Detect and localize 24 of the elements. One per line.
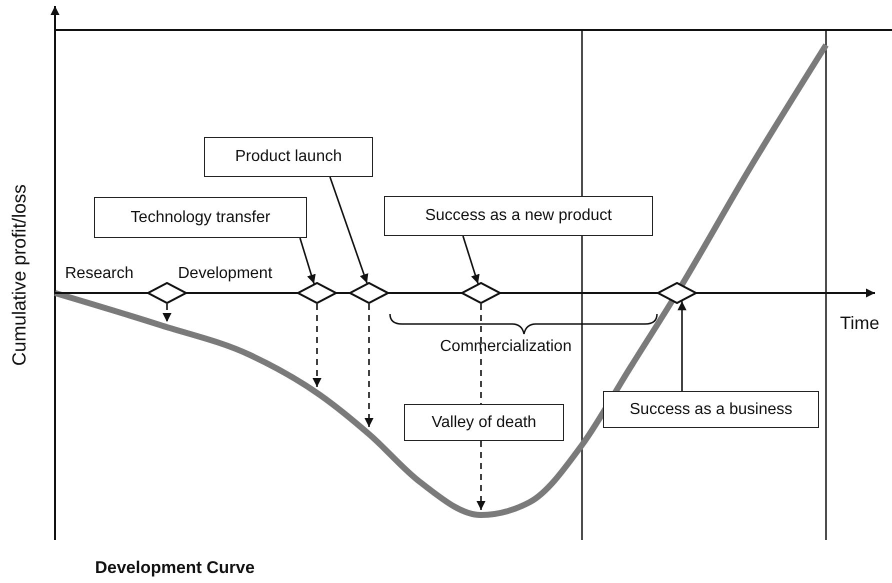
milestone-diamond bbox=[147, 282, 187, 304]
callout-box: Success as a new product bbox=[384, 196, 653, 236]
callout-box: Technology transfer bbox=[94, 197, 307, 238]
caption: Development Curve bbox=[95, 559, 255, 576]
axis-label: Cumulative profit/loss bbox=[10, 184, 30, 366]
phase-label: Development bbox=[178, 266, 272, 282]
axis-label: Time bbox=[840, 314, 880, 332]
arrow bbox=[299, 238, 316, 284]
callout-box: Valley of death bbox=[404, 404, 564, 441]
milestone-diamond bbox=[349, 282, 389, 304]
dashed-arrow bbox=[476, 441, 486, 510]
dashed-arrow bbox=[364, 304, 374, 427]
phase-label: Commercialization bbox=[440, 339, 572, 355]
callout-box: Success as a business bbox=[603, 391, 819, 428]
callout-box: Product launch bbox=[204, 137, 373, 177]
milestone-diamond bbox=[461, 282, 501, 304]
phase-label: Research bbox=[65, 266, 134, 282]
milestone-diamond bbox=[297, 282, 337, 304]
arrow bbox=[462, 236, 480, 284]
dashed-arrow bbox=[162, 304, 172, 322]
arrow bbox=[678, 301, 686, 391]
arrow bbox=[329, 176, 368, 284]
dashed-arrow bbox=[312, 304, 322, 387]
milestone-diamond bbox=[657, 282, 697, 304]
